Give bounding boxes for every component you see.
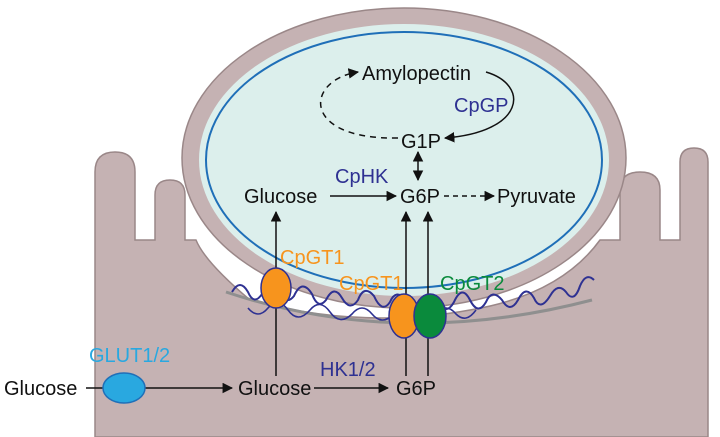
glucose-outer-label: Glucose (4, 378, 77, 400)
g1p-label: G1P (401, 131, 441, 153)
cpgt1-left-transporter (260, 267, 292, 309)
g6p-host-label: G6P (396, 378, 436, 400)
parasite-lumen (199, 24, 609, 296)
glut-transporter (102, 372, 146, 404)
cpgt2-transporter (413, 293, 447, 339)
inner-membrane (205, 31, 603, 289)
cpgt1-left-label: CpGT1 (280, 247, 344, 269)
cphk-label: CpHK (335, 166, 389, 188)
arrow-amylopectin-to-g1p (443, 71, 515, 143)
glucose-inner-label: Glucose (244, 186, 317, 208)
cpgt2-label: CpGT2 (440, 273, 504, 295)
glut-label: GLUT1/2 (89, 345, 170, 367)
g6p-inner-label: G6P (400, 186, 440, 208)
pyruvate-label: Pyruvate (497, 186, 576, 208)
hk-label: HK1/2 (320, 359, 376, 381)
cpgp-label: CpGP (454, 95, 508, 117)
glucose-host-label: Glucose (238, 378, 311, 400)
cpgt1-right-label: CpGT1 (339, 273, 403, 295)
amylopectin-label: Amylopectin (362, 63, 471, 85)
